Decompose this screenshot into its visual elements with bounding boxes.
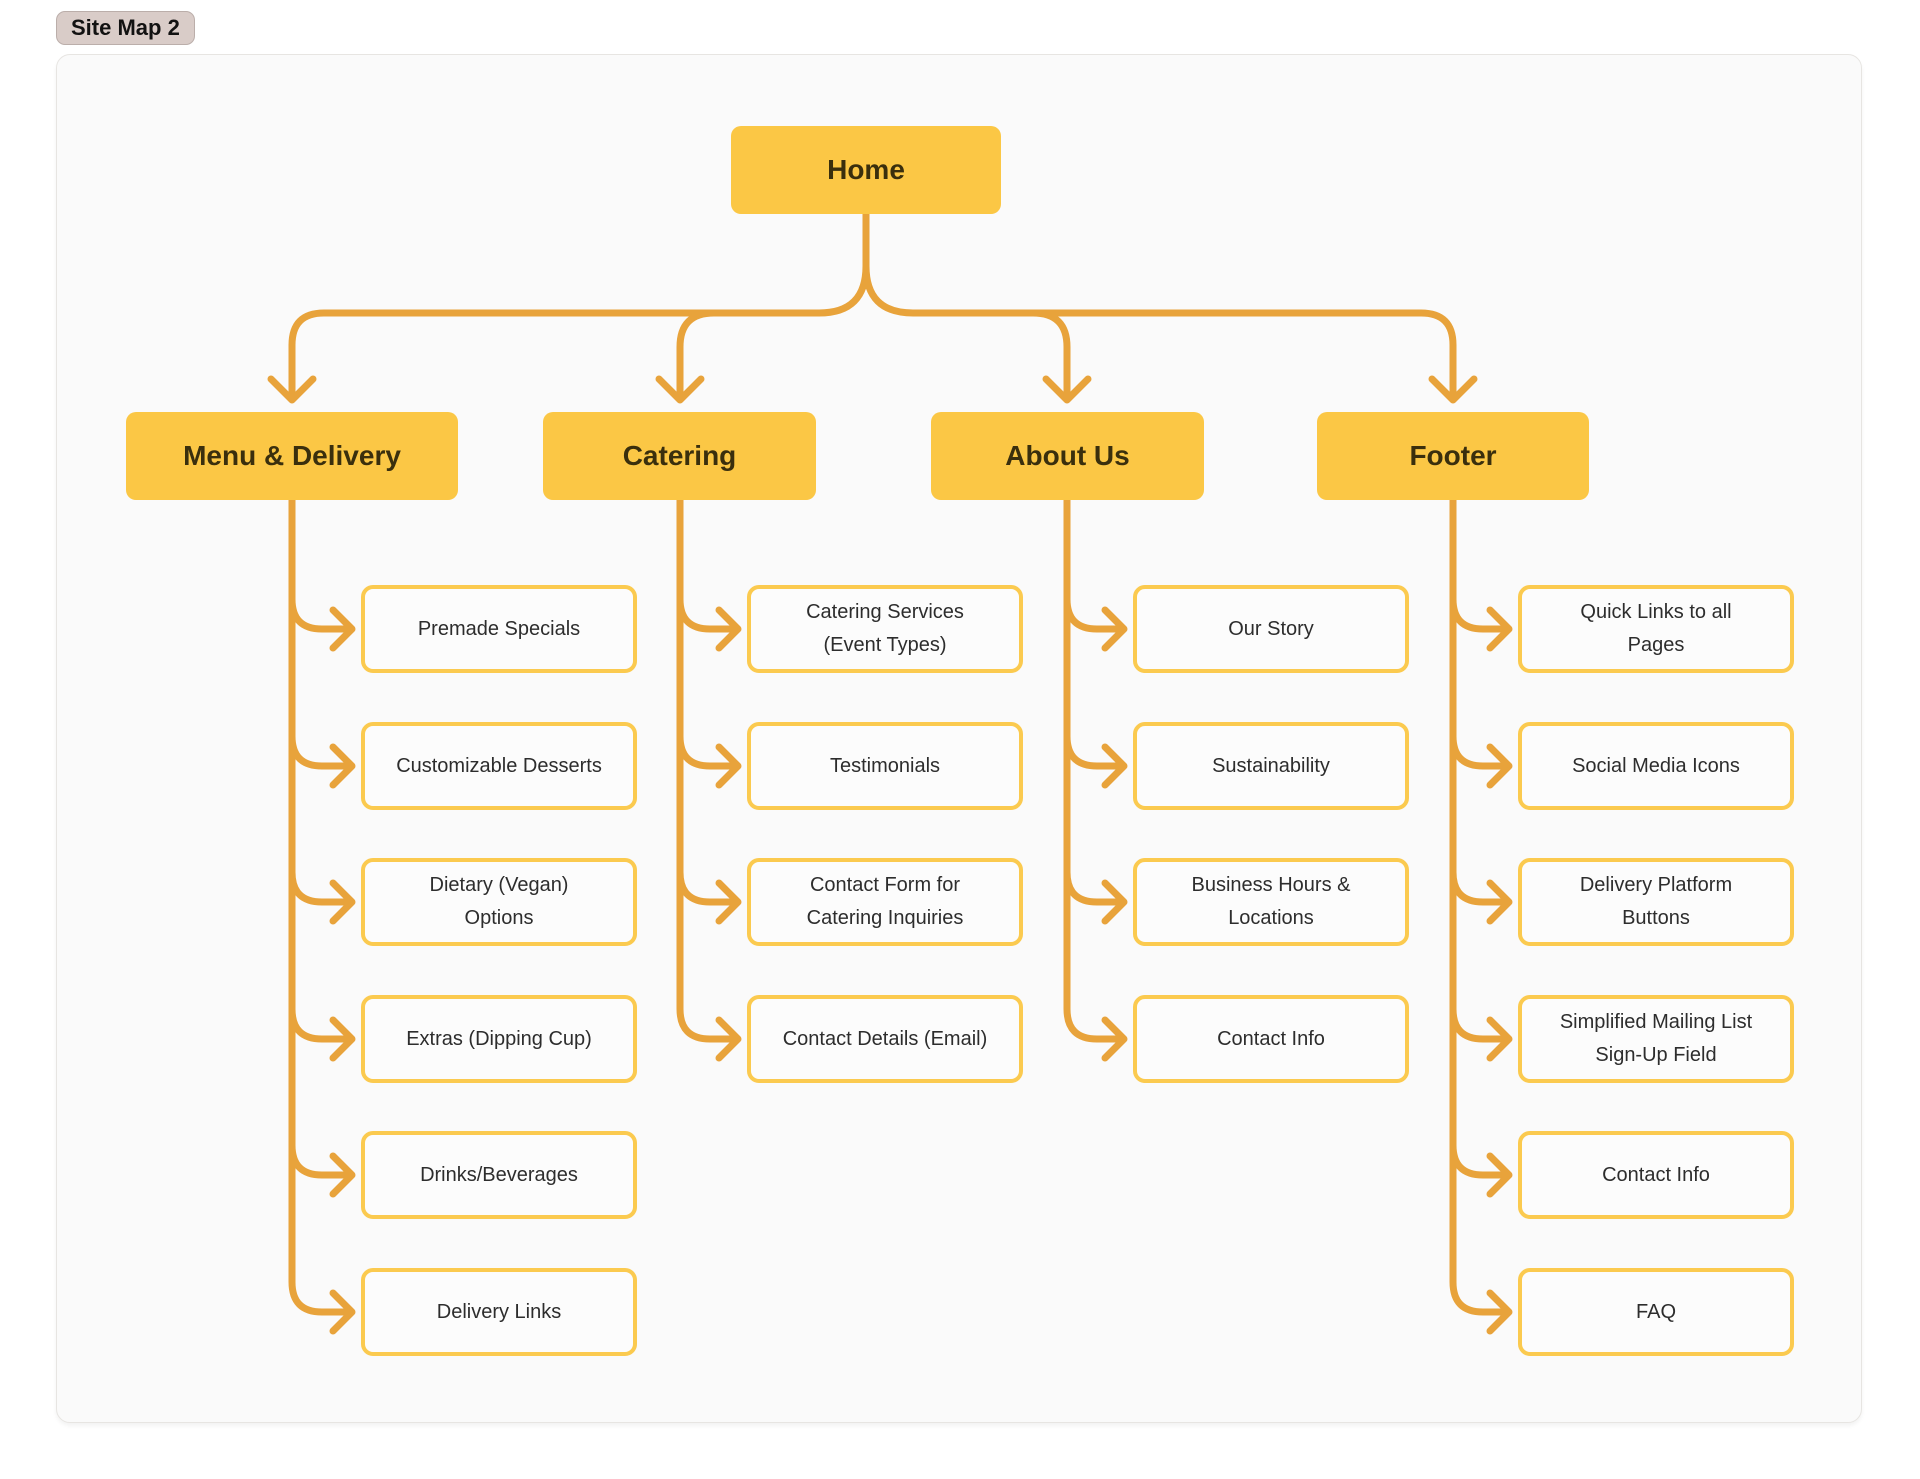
node-label-extras-dipping-cup: Extras (Dipping Cup)	[406, 1027, 592, 1050]
node-delivery-platform-buttons[interactable]: Delivery Platform Buttons	[1518, 858, 1794, 946]
node-label-social-media-icons: Social Media Icons	[1572, 754, 1740, 777]
node-label-faq: FAQ	[1635, 1300, 1676, 1323]
node-footer[interactable]: Footer	[1317, 412, 1589, 500]
node-label-testimonials: Testimonials	[829, 754, 941, 777]
node-catering[interactable]: Catering	[543, 412, 816, 500]
node-label-menu-delivery: Menu & Delivery	[183, 440, 401, 471]
node-label-dietary-vegan-options: Dietary (Vegan) Options	[429, 874, 569, 929]
node-dietary-vegan-options[interactable]: Dietary (Vegan) Options	[361, 858, 637, 946]
node-label-delivery-links: Delivery Links	[436, 1300, 562, 1323]
node-home[interactable]: Home	[731, 126, 1001, 214]
node-drinks-beverages[interactable]: Drinks/Beverages	[361, 1131, 637, 1219]
node-contact-info[interactable]: Contact Info	[1133, 995, 1409, 1083]
diagram-title-badge[interactable]: Site Map 2	[56, 11, 195, 45]
node-contact-details-email[interactable]: Contact Details (Email)	[747, 995, 1023, 1083]
node-extras-dipping-cup[interactable]: Extras (Dipping Cup)	[361, 995, 637, 1083]
node-customizable-desserts[interactable]: Customizable Desserts	[361, 722, 637, 810]
node-label-about-us: About Us	[1005, 440, 1130, 471]
node-label-our-story: Our Story	[1228, 617, 1314, 640]
node-business-hours-locations[interactable]: Business Hours & Locations	[1133, 858, 1409, 946]
node-label-footer: Footer	[1409, 440, 1497, 471]
node-quick-links-to-all-pages[interactable]: Quick Links to all Pages	[1518, 585, 1794, 673]
node-menu-delivery[interactable]: Menu & Delivery	[126, 412, 458, 500]
node-about-us[interactable]: About Us	[931, 412, 1204, 500]
node-label-business-hours-locations: Business Hours & Locations	[1191, 874, 1351, 929]
node-delivery-links[interactable]: Delivery Links	[361, 1268, 637, 1356]
node-label-contact-info: Contact Info	[1602, 1163, 1710, 1186]
node-label-sustainability: Sustainability	[1212, 754, 1330, 777]
node-label-home: Home	[827, 154, 905, 185]
node-label-premade-specials: Premade Specials	[417, 617, 581, 640]
node-testimonials[interactable]: Testimonials	[747, 722, 1023, 810]
node-contact-form-for-catering-inquiries[interactable]: Contact Form for Catering Inquiries	[747, 858, 1023, 946]
node-label-contact-details-email: Contact Details (Email)	[782, 1027, 988, 1050]
node-label-contact-form-for-catering-inquiries: Contact Form for Catering Inquiries	[806, 874, 964, 929]
node-premade-specials[interactable]: Premade Specials	[361, 585, 637, 673]
node-sustainability[interactable]: Sustainability	[1133, 722, 1409, 810]
node-label-customizable-desserts: Customizable Desserts	[396, 754, 602, 777]
node-our-story[interactable]: Our Story	[1133, 585, 1409, 673]
node-catering-services-event-types[interactable]: Catering Services (Event Types)	[747, 585, 1023, 673]
node-label-delivery-platform-buttons: Delivery Platform Buttons	[1579, 874, 1733, 929]
node-social-media-icons[interactable]: Social Media Icons	[1518, 722, 1794, 810]
node-label-quick-links-to-all-pages: Quick Links to all Pages	[1580, 601, 1732, 656]
node-simplified-mailing-list-sign-up-field[interactable]: Simplified Mailing List Sign-Up Field	[1518, 995, 1794, 1083]
node-label-catering-services-event-types: Catering Services (Event Types)	[806, 601, 964, 656]
node-contact-info[interactable]: Contact Info	[1518, 1131, 1794, 1219]
node-label-contact-info: Contact Info	[1217, 1027, 1325, 1050]
connector-path	[267, 210, 1513, 1335]
node-label-simplified-mailing-list-sign-up-field: Simplified Mailing List Sign-Up Field	[1559, 1011, 1753, 1066]
node-label-drinks-beverages: Drinks/Beverages	[420, 1163, 578, 1186]
node-faq[interactable]: FAQ	[1518, 1268, 1794, 1356]
node-label-catering: Catering	[622, 440, 737, 471]
